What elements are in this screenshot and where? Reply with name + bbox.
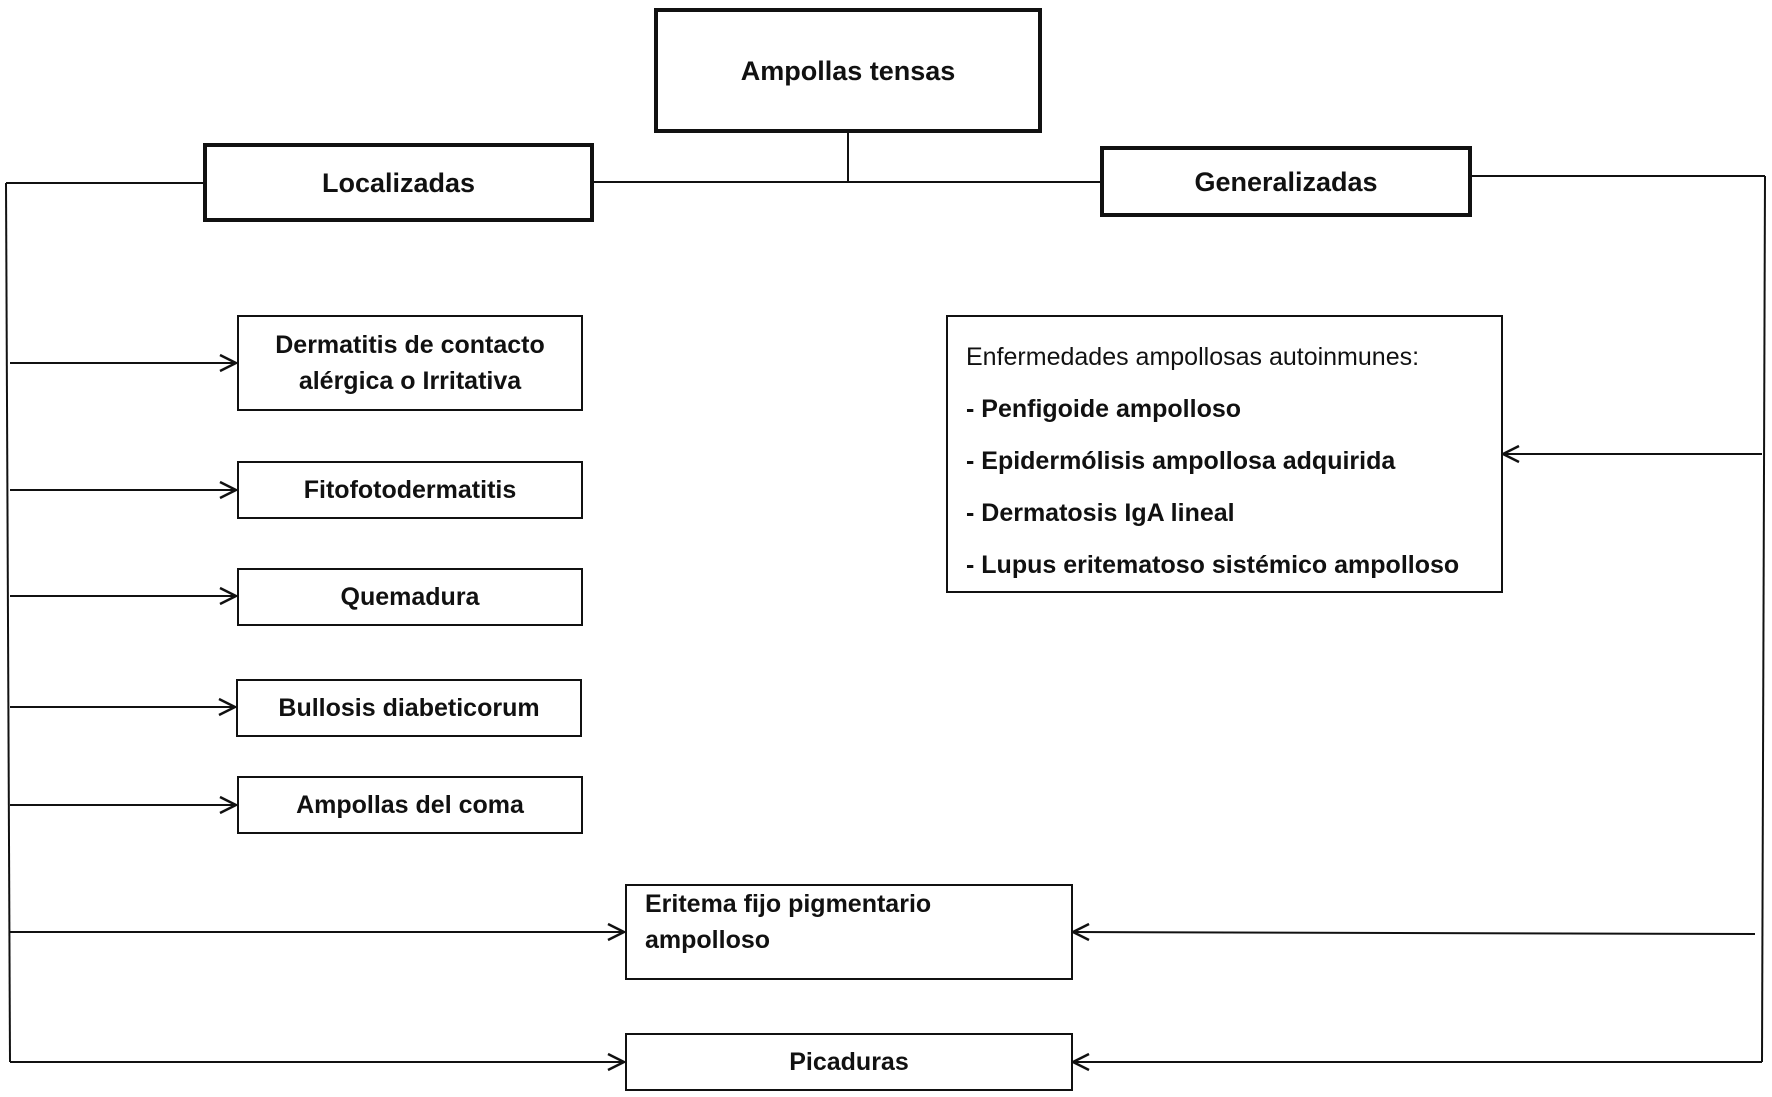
autoimmune-heading: Enfermedades ampollosas autoinmunes: [966,343,1420,371]
ampollas-coma-label: Ampollas del coma [296,791,524,819]
autoimmune-item: - Epidermólisis ampollosa adquirida [966,447,1396,475]
eritema-fijo-node: Eritema fijo pigmentario ampolloso [625,884,1073,980]
dermatitis-line2: alérgica o Irritativa [298,367,522,395]
fitofotodermatitis-node: Fitofotodermatitis [237,461,583,519]
quemadura-node: Quemadura [237,568,583,626]
eritema-line2: ampolloso [645,926,771,954]
localizadas-label: Localizadas [321,167,476,198]
autoimmune-item: - Penfigoide ampolloso [966,395,1242,423]
generalizadas-node: Generalizadas [1100,146,1472,217]
left-trunk [5,182,11,1063]
arrow-right-to-eritema [1073,932,1756,934]
ampollas-coma-node: Ampollas del coma [237,776,583,834]
autoimmune-diseases-node: Enfermedades ampollosas autoinmunes: - P… [946,315,1503,593]
root-node: Ampollas tensas [654,8,1042,133]
quemadura-label: Quemadura [340,583,480,611]
autoimmune-item: - Dermatosis IgA lineal [966,499,1235,527]
dermatitis-contacto-node: Dermatitis de contacto alérgica o Irrita… [237,315,583,411]
picaduras-label: Picaduras [789,1048,909,1076]
autoimmune-item: - Lupus eritematoso sistémico ampolloso [966,551,1460,579]
fitofotodermatitis-label: Fitofotodermatitis [303,476,517,504]
root-label: Ampollas tensas [740,55,956,86]
dermatitis-line1: Dermatitis de contacto [275,331,545,359]
picaduras-node: Picaduras [625,1033,1073,1091]
generalizadas-label: Generalizadas [1194,166,1378,197]
localizadas-node: Localizadas [203,143,594,222]
bullosis-label: Bullosis diabeticorum [278,694,540,722]
eritema-line1: Eritema fijo pigmentario [645,890,932,918]
bullosis-diabeticorum-node: Bullosis diabeticorum [236,679,582,737]
right-trunk [1761,175,1766,1063]
